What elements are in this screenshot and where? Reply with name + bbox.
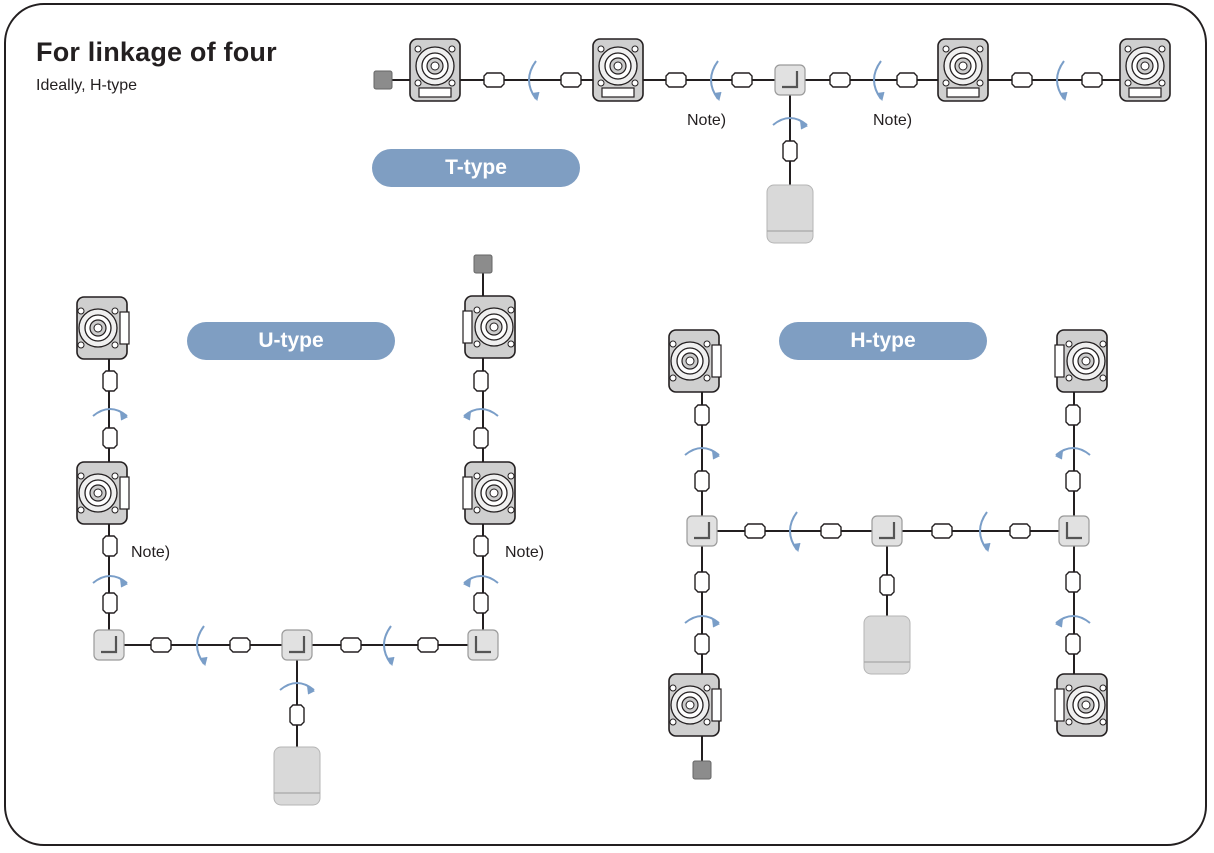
servo-motor-icon	[668, 329, 722, 393]
connector-icon	[473, 592, 489, 614]
servo-motor-icon	[409, 38, 461, 102]
terminator-icon	[692, 760, 712, 780]
servo-motor-icon	[76, 296, 130, 360]
servo-motor-icon	[1054, 329, 1108, 393]
connector-icon	[473, 427, 489, 449]
rotation-arrow-icon	[463, 408, 499, 421]
connector-icon	[1065, 470, 1081, 492]
cable-lines	[108, 79, 1120, 770]
page-title: For linkage of four	[36, 37, 277, 67]
terminator-icon	[473, 254, 493, 274]
note-label: Note)	[131, 544, 170, 561]
servo-motor-icon	[1119, 38, 1171, 102]
connector-icon	[829, 72, 851, 88]
servo-motor-icon	[462, 295, 516, 359]
diagram-frame	[4, 3, 1207, 846]
connector-icon	[1011, 72, 1033, 88]
servo-motor-icon	[668, 673, 722, 737]
controller-icon	[863, 615, 911, 675]
page-subtitle: Ideally, H-type	[36, 77, 138, 94]
connector-icon	[694, 404, 710, 426]
controller-icon	[766, 184, 814, 244]
connector-icon	[150, 637, 172, 653]
h-type-badge: H-type	[779, 322, 987, 360]
rotation-arrow-icon	[684, 447, 720, 460]
servo-motor-icon	[937, 38, 989, 102]
rotation-arrow-icon	[1056, 60, 1068, 102]
rotation-arrow-icon	[1055, 447, 1091, 460]
connector-icon	[102, 427, 118, 449]
rotation-arrow-icon	[789, 511, 801, 553]
connector-icon	[820, 523, 842, 539]
note-label: Note)	[505, 544, 544, 561]
connector-icon	[473, 535, 489, 557]
diagram-parts	[76, 38, 1171, 806]
rotation-arrow-icon	[196, 625, 208, 667]
connector-icon	[782, 140, 798, 162]
servo-motor-icon	[462, 461, 516, 525]
connector-icon	[694, 633, 710, 655]
connector-icon	[483, 72, 505, 88]
rotation-arrow-icon	[772, 117, 808, 130]
rotation-arrow-icon	[463, 575, 499, 588]
connector-icon	[417, 637, 439, 653]
branch-joint-icon	[467, 629, 499, 661]
connector-icon	[102, 592, 118, 614]
rotation-arrow-icon	[92, 408, 128, 421]
branch-joint-icon	[774, 64, 806, 96]
connector-icon	[229, 637, 251, 653]
connector-icon	[1009, 523, 1031, 539]
rotation-arrow-icon	[528, 60, 540, 102]
rotation-arrow-icon	[979, 511, 991, 553]
servo-motor-icon	[76, 461, 130, 525]
note-label: Note)	[873, 112, 912, 129]
rotation-arrow-icon	[383, 625, 395, 667]
servo-motor-icon	[592, 38, 644, 102]
connector-icon	[744, 523, 766, 539]
connector-icon	[340, 637, 362, 653]
rotation-arrow-icon	[684, 615, 720, 628]
controller-icon	[273, 746, 321, 806]
terminator-icon	[373, 70, 393, 90]
connector-icon	[102, 535, 118, 557]
connector-icon	[731, 72, 753, 88]
connector-icon	[665, 72, 687, 88]
connector-icon	[1081, 72, 1103, 88]
connector-icon	[1065, 571, 1081, 593]
rotation-arrow-icon	[92, 575, 128, 588]
branch-joint-icon	[871, 515, 903, 547]
rotation-arrow-icon	[1055, 615, 1091, 628]
connector-icon	[1065, 404, 1081, 426]
connector-icon	[896, 72, 918, 88]
connector-icon	[931, 523, 953, 539]
connector-icon	[879, 574, 895, 596]
connector-icon	[694, 470, 710, 492]
t-type-badge: T-type	[372, 149, 580, 187]
branch-joint-icon	[686, 515, 718, 547]
u-type-badge: U-type	[187, 322, 395, 360]
rotation-arrow-icon	[710, 60, 722, 102]
connector-icon	[473, 370, 489, 392]
note-label: Note)	[687, 112, 726, 129]
rotation-arrow-icon	[873, 60, 885, 102]
connector-icon	[289, 704, 305, 726]
connector-icon	[694, 571, 710, 593]
branch-joint-icon	[1058, 515, 1090, 547]
connector-icon	[1065, 633, 1081, 655]
connector-icon	[560, 72, 582, 88]
branch-joint-icon	[281, 629, 313, 661]
branch-joint-icon	[93, 629, 125, 661]
note-labels: Note) Note) Note) Note)	[131, 112, 912, 561]
connector-icon	[102, 370, 118, 392]
rotation-arrow-icon	[279, 682, 315, 695]
servo-motor-icon	[1054, 673, 1108, 737]
